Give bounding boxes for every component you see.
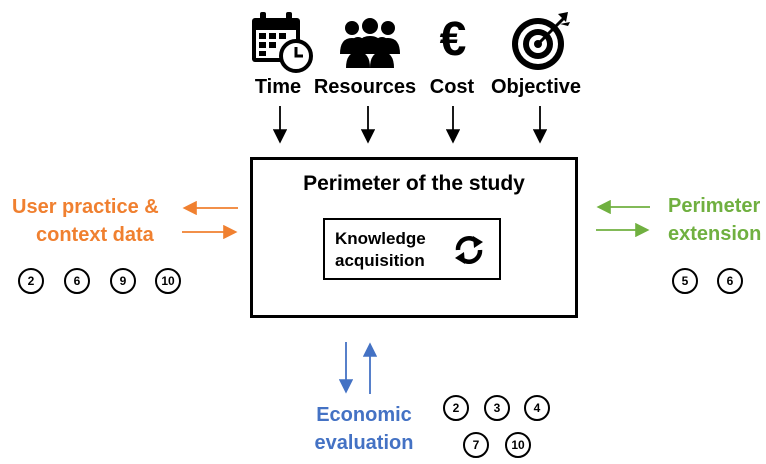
knowledge-acquisition-box: Knowledge acquisition [323, 218, 501, 280]
acquisition-line: acquisition [335, 251, 425, 270]
bottom-badge: 4 [524, 395, 550, 421]
euro-icon: € [439, 13, 467, 66]
perimeter-title: Perimeter of the study [303, 172, 525, 195]
perimeter-box: Perimeter of the study Knowledge acquisi… [250, 157, 578, 318]
bottom-badge: 3 [484, 395, 510, 421]
perimeter-extension-line2: extension [668, 223, 762, 245]
left-badge: 6 [64, 268, 90, 294]
bottom-badge: 7 [463, 432, 489, 458]
left-badge: 10 [155, 268, 181, 294]
right-badge: 5 [672, 268, 698, 294]
user-practice-line1: User practice & [12, 196, 159, 218]
refresh-icon [451, 232, 487, 268]
calendar-clock-icon [248, 8, 314, 74]
user-practice-line2: context data [36, 224, 154, 246]
economic-evaluation-label: Economic evaluation [308, 401, 420, 457]
knowledge-line: Knowledge [335, 229, 426, 248]
economic-evaluation-line2: evaluation [314, 432, 414, 454]
objective-label: Objective [490, 76, 582, 98]
knowledge-acquisition-label: Knowledge acquisition [335, 228, 426, 272]
user-practice-label: User practice & context data [12, 193, 159, 249]
bottom-badge: 2 [443, 395, 469, 421]
perimeter-extension-line1: Perimeter [668, 195, 761, 217]
resources-label: Resources [313, 76, 417, 98]
bottom-badge: 10 [505, 432, 531, 458]
economic-evaluation-line1: Economic [316, 404, 412, 426]
target-icon [508, 8, 574, 74]
left-badge: 2 [18, 268, 44, 294]
people-group-icon [338, 14, 402, 70]
perimeter-extension-label: Perimeter extension [668, 192, 761, 248]
left-badge: 9 [110, 268, 136, 294]
time-label: Time [254, 76, 302, 98]
cost-label: Cost [429, 76, 475, 98]
right-badge: 6 [717, 268, 743, 294]
